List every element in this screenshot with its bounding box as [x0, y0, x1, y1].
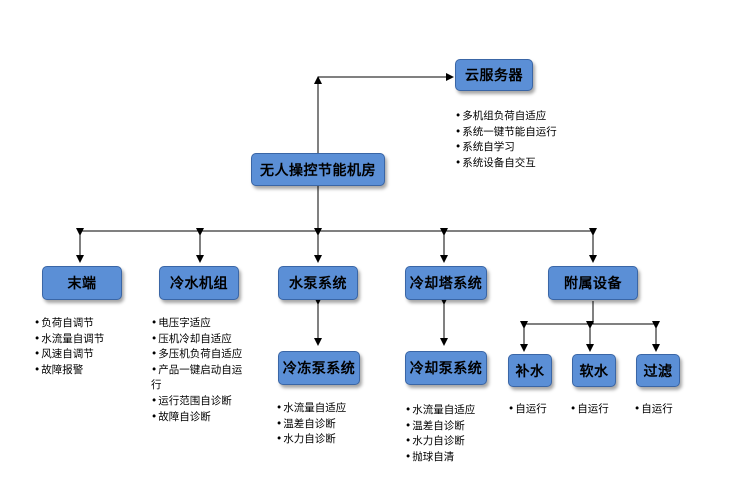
- list-item: 电压字适应: [151, 316, 243, 332]
- node-chilled-pump: 冷冻泵系统: [278, 351, 360, 385]
- list-cloud-server: 多机组负荷自适应 系统一键节能自运行 系统自学习 系统设备自交互: [455, 109, 557, 171]
- list-item: 系统设备自交互: [455, 156, 557, 172]
- node-auxiliary: 附属设备: [548, 266, 638, 300]
- list-item: 压机冷却自适应: [151, 332, 243, 348]
- list-item: 自运行: [508, 402, 547, 418]
- node-terminal: 末端: [42, 266, 122, 300]
- list-item: 水流量自适应: [405, 403, 475, 419]
- list-item: 系统自学习: [455, 140, 557, 156]
- list-item: 故障报警: [34, 363, 104, 379]
- node-chiller: 冷水机组: [159, 266, 239, 300]
- list-chiller: 电压字适应 压机冷却自适应 多压机负荷自适应 产品一键启动自运行 运行范围自诊断…: [151, 316, 243, 425]
- list-item: 自运行: [570, 402, 609, 418]
- list-item: 运行范围自诊断: [151, 394, 243, 410]
- list-item: 风速自调节: [34, 347, 104, 363]
- list-item: 系统一键节能自运行: [455, 125, 557, 141]
- list-item: 温差自诊断: [405, 419, 475, 435]
- list-item: 温差自诊断: [276, 417, 346, 433]
- list-makeup-water: 自运行: [508, 402, 547, 418]
- list-item: 负荷自调节: [34, 316, 104, 332]
- list-item: 水力自诊断: [276, 432, 346, 448]
- list-terminal: 负荷自调节 水流量自调节 风速自调节 故障报警: [34, 316, 104, 378]
- node-soft-water: 软水: [572, 354, 616, 387]
- list-item: 故障自诊断: [151, 410, 243, 426]
- list-item: 自运行: [634, 402, 673, 418]
- list-filter: 自运行: [634, 402, 673, 418]
- list-chilled-pump: 水流量自适应 温差自诊断 水力自诊断: [276, 401, 346, 448]
- list-item: 多机组负荷自适应: [455, 109, 557, 125]
- node-cooling-tower: 冷却塔系统: [405, 266, 487, 300]
- list-item: 产品一键启动自运行: [151, 363, 243, 394]
- node-pump-system: 水泵系统: [278, 266, 358, 300]
- node-unmanned-room: 无人操控节能机房: [251, 153, 385, 186]
- node-filter: 过滤: [636, 354, 680, 387]
- list-item: 多压机负荷自适应: [151, 347, 243, 363]
- list-cooling-pump: 水流量自适应 温差自诊断 水力自诊断 抛球自清: [405, 403, 475, 465]
- list-item: 水流量自调节: [34, 332, 104, 348]
- node-cooling-pump: 冷却泵系统: [405, 351, 487, 385]
- list-soft-water: 自运行: [570, 402, 609, 418]
- list-item: 抛球自清: [405, 450, 475, 466]
- node-makeup-water: 补水: [508, 354, 552, 387]
- list-item: 水流量自适应: [276, 401, 346, 417]
- node-cloud-server: 云服务器: [455, 59, 533, 91]
- list-item: 水力自诊断: [405, 434, 475, 450]
